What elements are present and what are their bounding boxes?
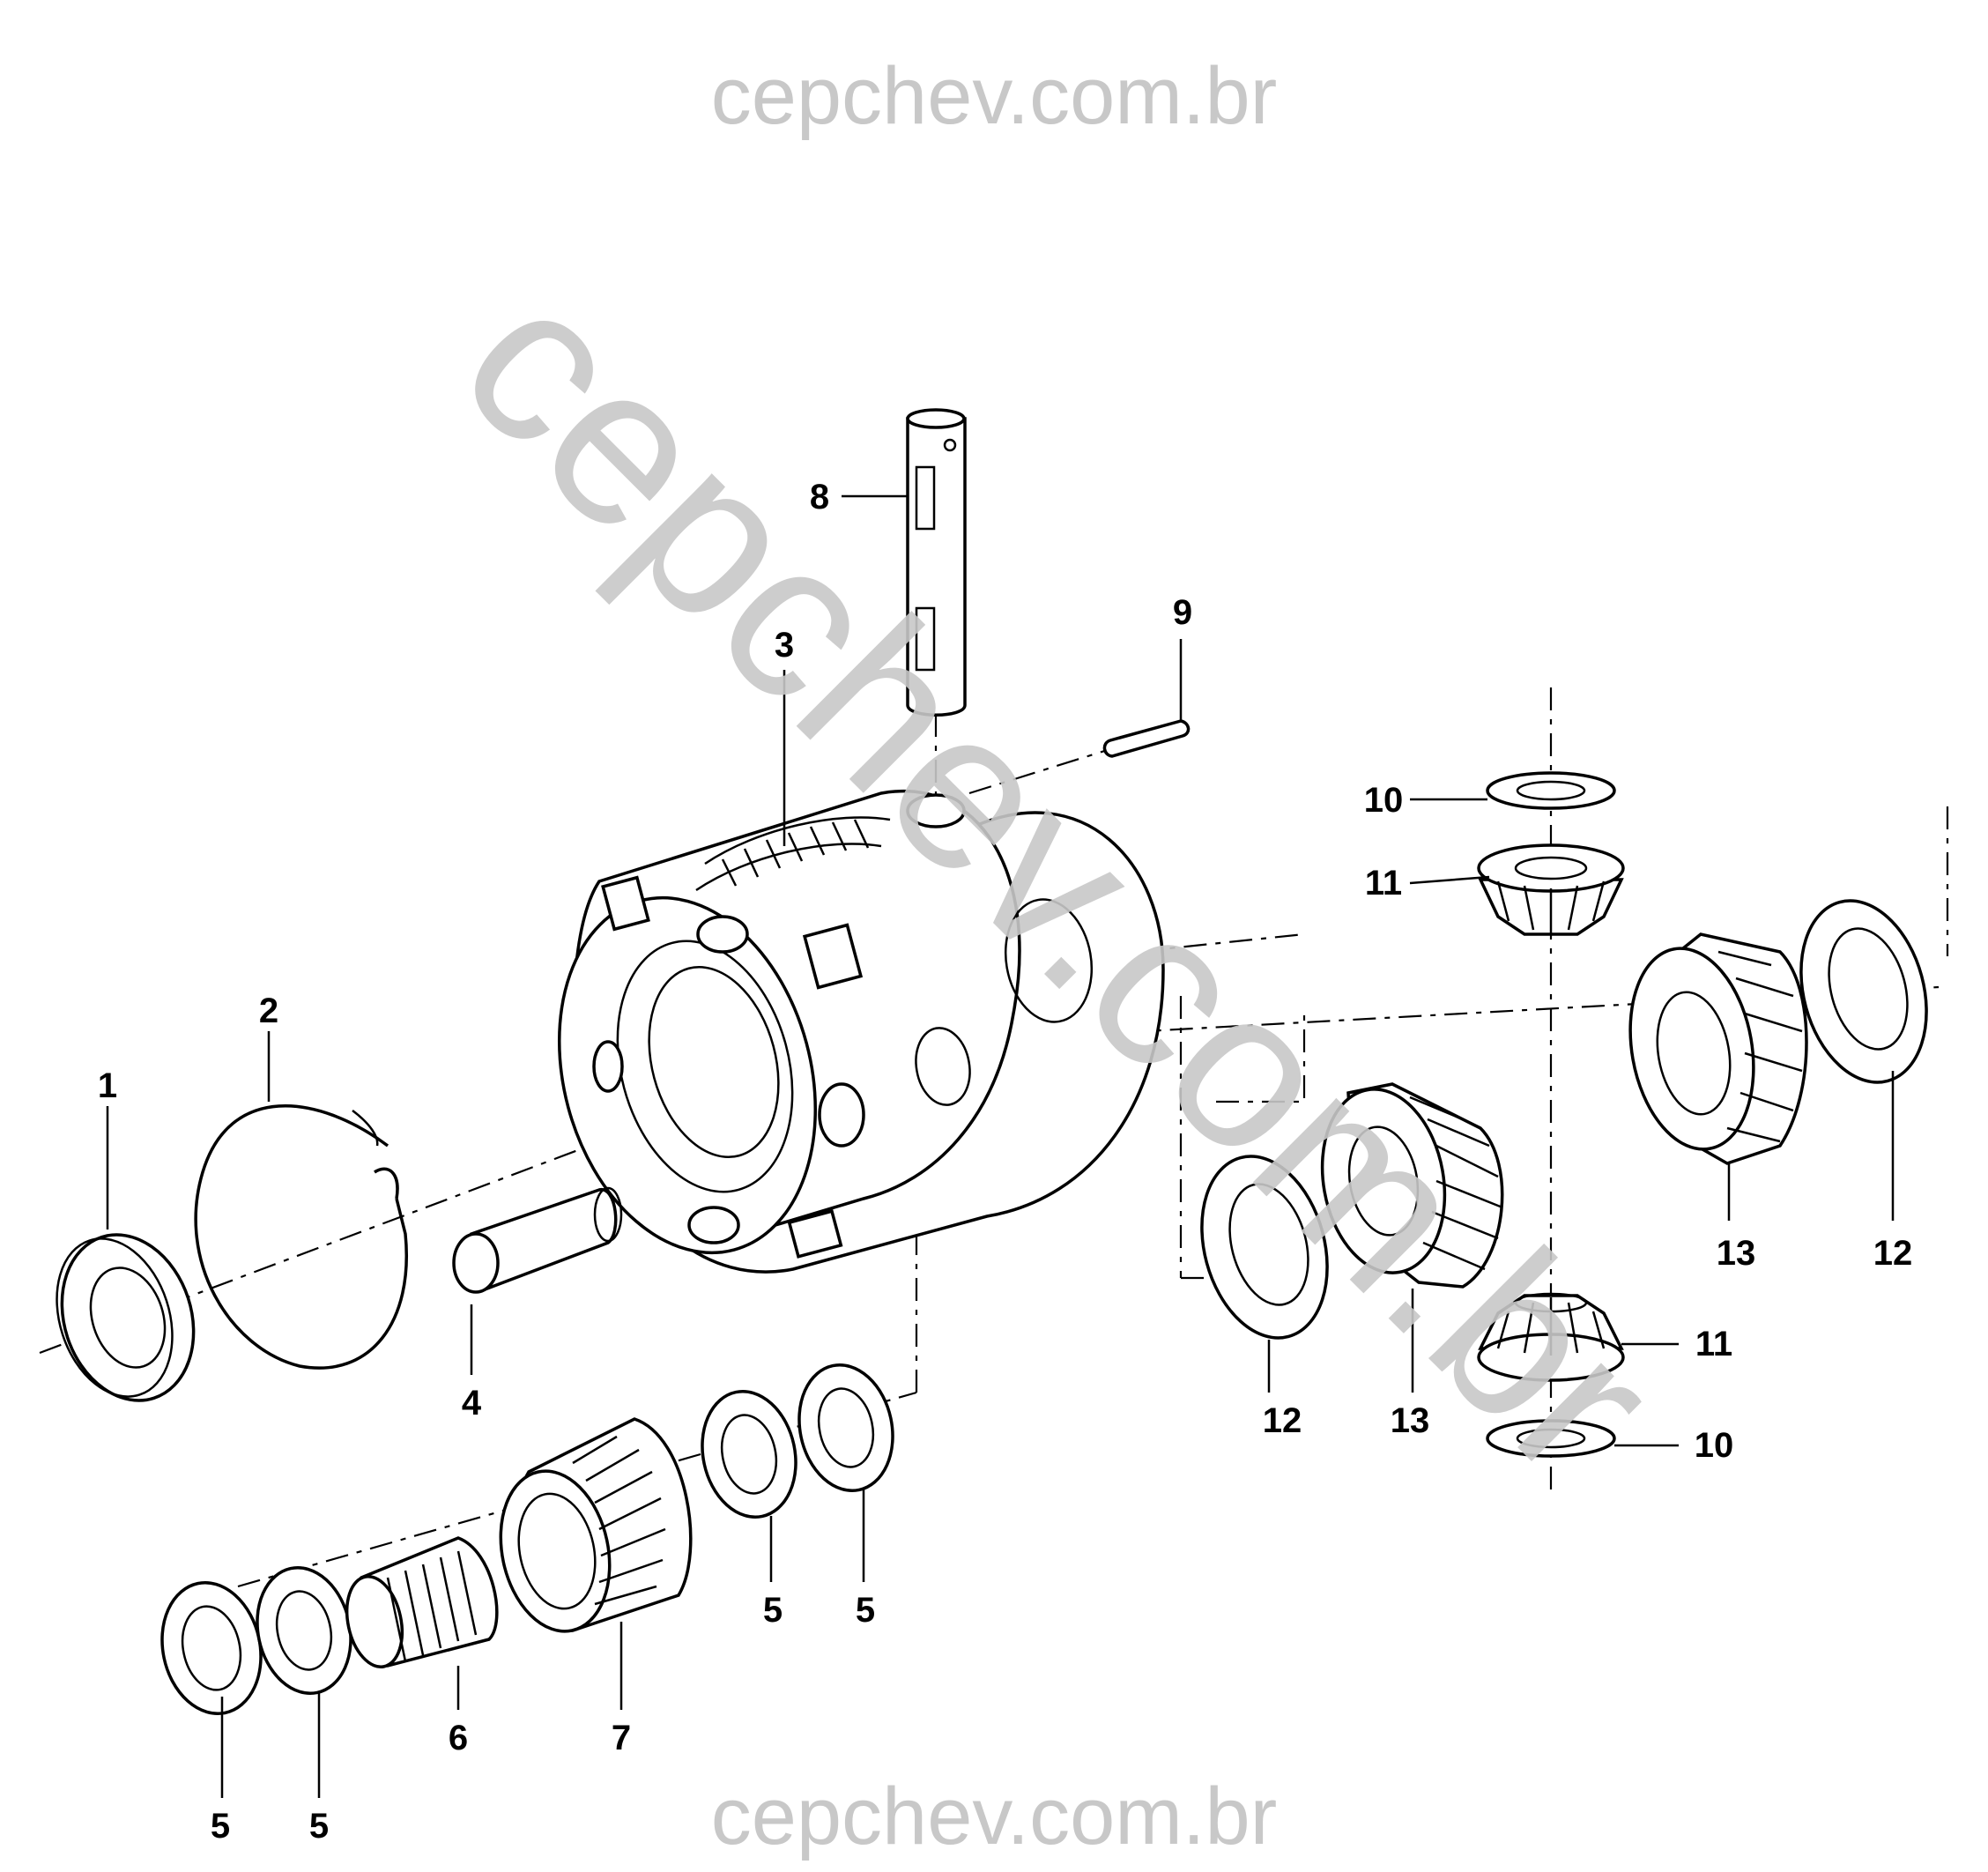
leader-lines xyxy=(106,494,1895,1798)
callout-10-top: 10 xyxy=(1364,781,1404,820)
callout-1: 1 xyxy=(98,1066,117,1105)
callout-5-c: 5 xyxy=(763,1591,783,1630)
callout-4: 4 xyxy=(462,1384,482,1423)
part-2-snap-ring xyxy=(194,1104,408,1370)
callout-5-b: 5 xyxy=(309,1807,329,1846)
washer-12-right xyxy=(1799,899,1928,1084)
shim-5b xyxy=(256,1565,352,1696)
callout-9: 9 xyxy=(1173,593,1192,632)
part-10-thrust-washers xyxy=(1486,771,1616,1458)
shim-5a xyxy=(160,1581,263,1715)
part-1-thrust-washer xyxy=(56,1233,196,1402)
watermark-bottom: cepchev.com.br xyxy=(711,1772,1278,1861)
part-6-splined-sleeve xyxy=(345,1536,499,1668)
callout-2: 2 xyxy=(259,992,278,1030)
callout-7: 7 xyxy=(612,1719,631,1757)
part-9-roll-pin xyxy=(1102,719,1191,758)
part-13-side-gears xyxy=(1320,932,1808,1289)
callout-labels: 1 2 3 4 5 5 5 5 6 7 8 9 10 11 12 13 13 1… xyxy=(98,478,1912,1846)
part-5-shims xyxy=(160,1363,894,1715)
washer-10-bottom xyxy=(1486,1419,1616,1458)
watermark-top: cepchev.com.br xyxy=(711,51,1278,141)
part-12-side-washers xyxy=(1200,899,1928,1340)
side-gear-13-left xyxy=(1320,1082,1504,1289)
washer-12-left xyxy=(1200,1155,1329,1340)
callout-5-a: 5 xyxy=(211,1807,230,1846)
callout-13-right: 13 xyxy=(1717,1234,1756,1273)
callout-6: 6 xyxy=(449,1719,468,1757)
callout-8: 8 xyxy=(810,478,829,516)
pinion-11-bottom xyxy=(1477,1292,1625,1382)
callout-13-left: 13 xyxy=(1391,1401,1430,1440)
shim-5c xyxy=(701,1389,797,1519)
callout-11-bottom: 11 xyxy=(1695,1325,1732,1363)
part-7-helical-gear xyxy=(499,1417,693,1633)
part-8-pinion-shaft xyxy=(906,408,967,717)
callout-11-top: 11 xyxy=(1365,864,1402,903)
shim-5d xyxy=(797,1363,894,1493)
washer-10-top xyxy=(1486,771,1616,810)
side-gear-13-right xyxy=(1628,932,1808,1165)
callout-12-right: 12 xyxy=(1873,1234,1913,1273)
part-4-shaft xyxy=(452,1186,623,1294)
callout-3: 3 xyxy=(775,626,794,665)
callout-5-d: 5 xyxy=(856,1591,875,1630)
part-3-differential-case xyxy=(557,790,1165,1274)
callout-10-bottom: 10 xyxy=(1695,1426,1734,1465)
callout-12-left: 12 xyxy=(1263,1401,1302,1440)
pinion-11-top xyxy=(1477,843,1625,936)
part-11-pinion-gears xyxy=(1477,843,1625,1382)
